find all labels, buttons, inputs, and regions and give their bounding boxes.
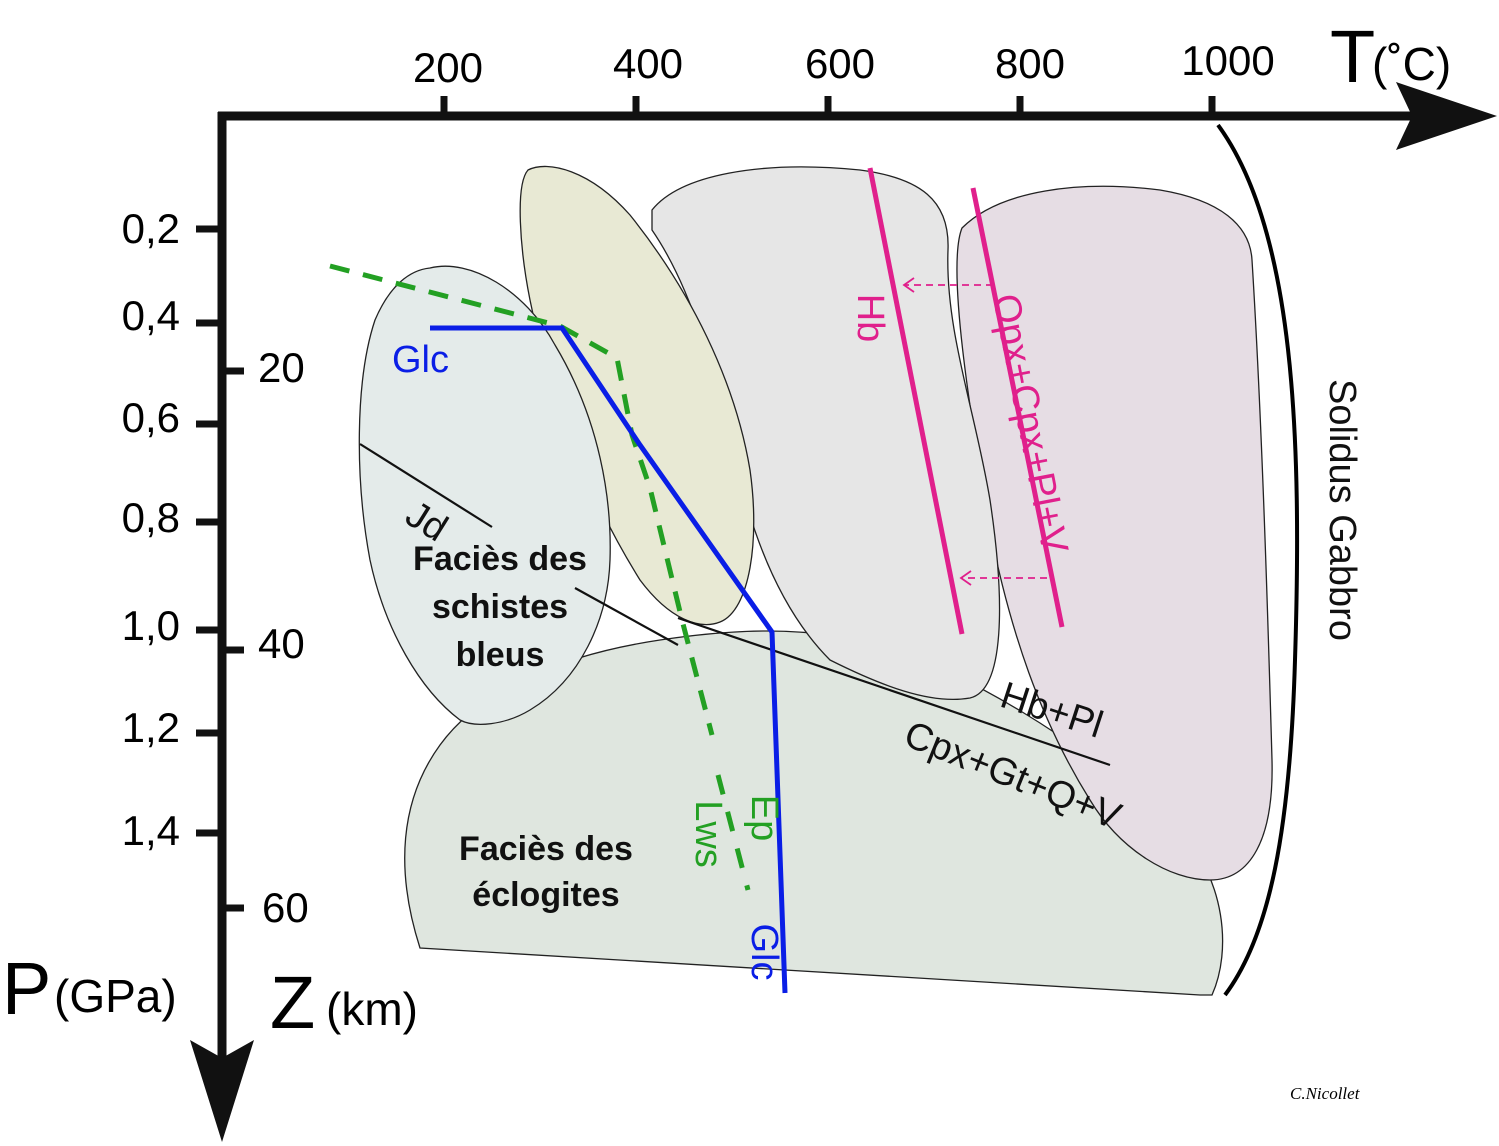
gabbro-solidus-label: Solidus Gabbro <box>1321 379 1363 641</box>
author-credit: C.Nicollet <box>1290 1084 1361 1103</box>
temperature-axis-unit: (˚C) <box>1372 38 1451 90</box>
p-tick-label-0-2: 0,2 <box>122 205 180 252</box>
gabbro-solidus-curve <box>1216 123 1300 997</box>
p-tick-label-1-0: 1,0 <box>122 602 180 649</box>
depth-axis-unit: (km) <box>326 983 418 1035</box>
jadeite-reaction-line-upper <box>359 443 493 528</box>
blueschist-label-line-2: schistes <box>432 588 568 626</box>
temperature-axis-title: T <box>1330 15 1375 98</box>
p-tick-label-1-4: 1,4 <box>122 807 180 854</box>
t-tick-label-600: 600 <box>805 40 875 87</box>
t-tick-label-800: 800 <box>995 40 1065 87</box>
z-tick-label-40: 40 <box>258 620 305 667</box>
glaucophane-label-top: Glc <box>392 339 449 381</box>
blueschist-label-line-1: Faciès des <box>413 540 587 578</box>
pressure-ticks <box>196 225 222 837</box>
jadeite-reaction-line-lower <box>574 587 679 646</box>
p-tick-label-0-6: 0,6 <box>122 394 180 441</box>
epidote-lawsonite-curve-extension <box>715 774 751 891</box>
p-tick-label-0-8: 0,8 <box>122 494 180 541</box>
z-tick-label-60: 60 <box>262 884 309 931</box>
glaucophane-label-bottom: Glc <box>743 924 785 981</box>
pressure-axis-unit: (GPa) <box>54 970 177 1022</box>
eclogite-label-line-1: Faciès des <box>459 830 633 868</box>
t-tick-label-400: 400 <box>613 40 683 87</box>
eclogite-label-line-2: éclogites <box>472 876 619 914</box>
z-tick-label-20: 20 <box>258 344 305 391</box>
pressure-axis-arrowhead <box>190 1040 254 1142</box>
reaction-arrowhead-upper <box>902 277 915 293</box>
glaucophane-stability-line <box>430 325 788 994</box>
depth-ticks <box>222 367 244 912</box>
blueschist-facies-field <box>358 265 611 725</box>
reaction-arrowhead-lower <box>959 570 972 586</box>
p-tick-label-1-2: 1,2 <box>122 704 180 751</box>
pressure-axis-title: P <box>2 947 51 1030</box>
epidote-label: Ep <box>743 795 785 841</box>
hornblende-breakdown-line <box>677 616 1111 767</box>
lawsonite-label: Lws <box>687 800 729 868</box>
blueschist-label-line-3: bleus <box>456 636 545 674</box>
t-tick-label-1000: 1000 <box>1181 37 1274 84</box>
temperature-ticks <box>440 96 1216 116</box>
t-tick-label-200: 200 <box>413 44 483 91</box>
orthopyroxene-in-line <box>970 187 1065 628</box>
hornblende-in-line <box>867 167 965 635</box>
temperature-axis-arrowhead <box>1396 82 1497 150</box>
depth-axis-title: Z <box>270 961 315 1044</box>
hornblende-label: Hb <box>849 294 891 343</box>
p-tick-label-0-4: 0,4 <box>122 292 180 339</box>
